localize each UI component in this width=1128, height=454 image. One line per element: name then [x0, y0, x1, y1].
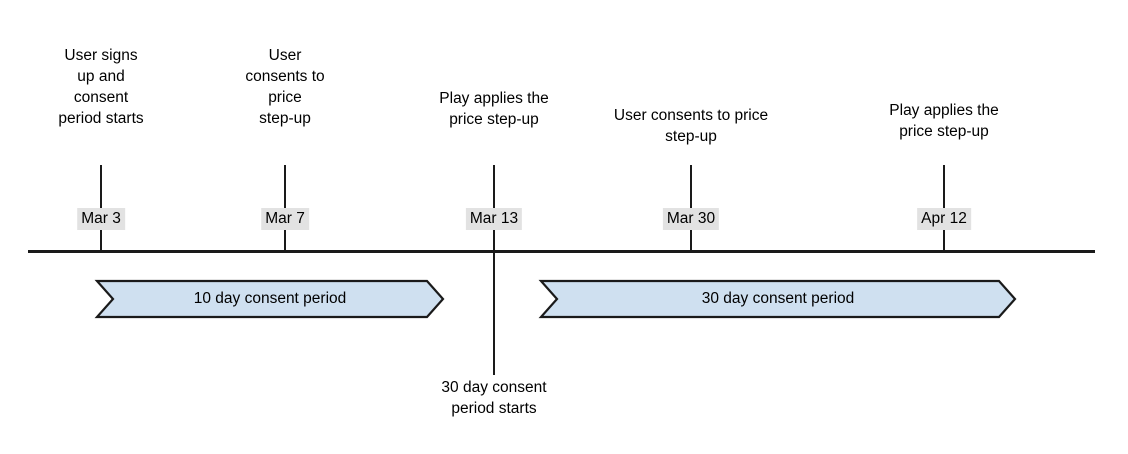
event-caption: User consents to price step-up	[613, 107, 769, 145]
below-axis-caption: 30 day consent period starts	[441, 379, 547, 417]
event-caption: Play applies the price step-up	[889, 102, 999, 140]
event-caption: User signs up and consent period starts	[58, 47, 144, 127]
below-axis-tick	[493, 250, 495, 375]
event-date-label: Mar 7	[261, 208, 309, 230]
event-tick	[284, 165, 286, 250]
consent-period-banner: 10 day consent period	[94, 279, 445, 319]
event-caption: User consents to price step-up	[245, 47, 325, 127]
event-tick	[493, 165, 495, 250]
event-caption: Play applies the price step-up	[439, 90, 549, 128]
event-date-label: Mar 13	[465, 208, 523, 230]
banner-chevron-shape	[538, 279, 1017, 319]
event-date-label: Mar 3	[77, 208, 125, 230]
event-tick	[943, 165, 945, 250]
event-date-label: Mar 30	[662, 208, 720, 230]
timeline-axis	[28, 250, 1095, 253]
event-date-label: Apr 12	[917, 208, 971, 230]
event-tick	[690, 165, 692, 250]
consent-period-banner: 30 day consent period	[538, 279, 1017, 319]
banner-chevron-shape	[94, 279, 445, 319]
event-tick	[100, 165, 102, 250]
